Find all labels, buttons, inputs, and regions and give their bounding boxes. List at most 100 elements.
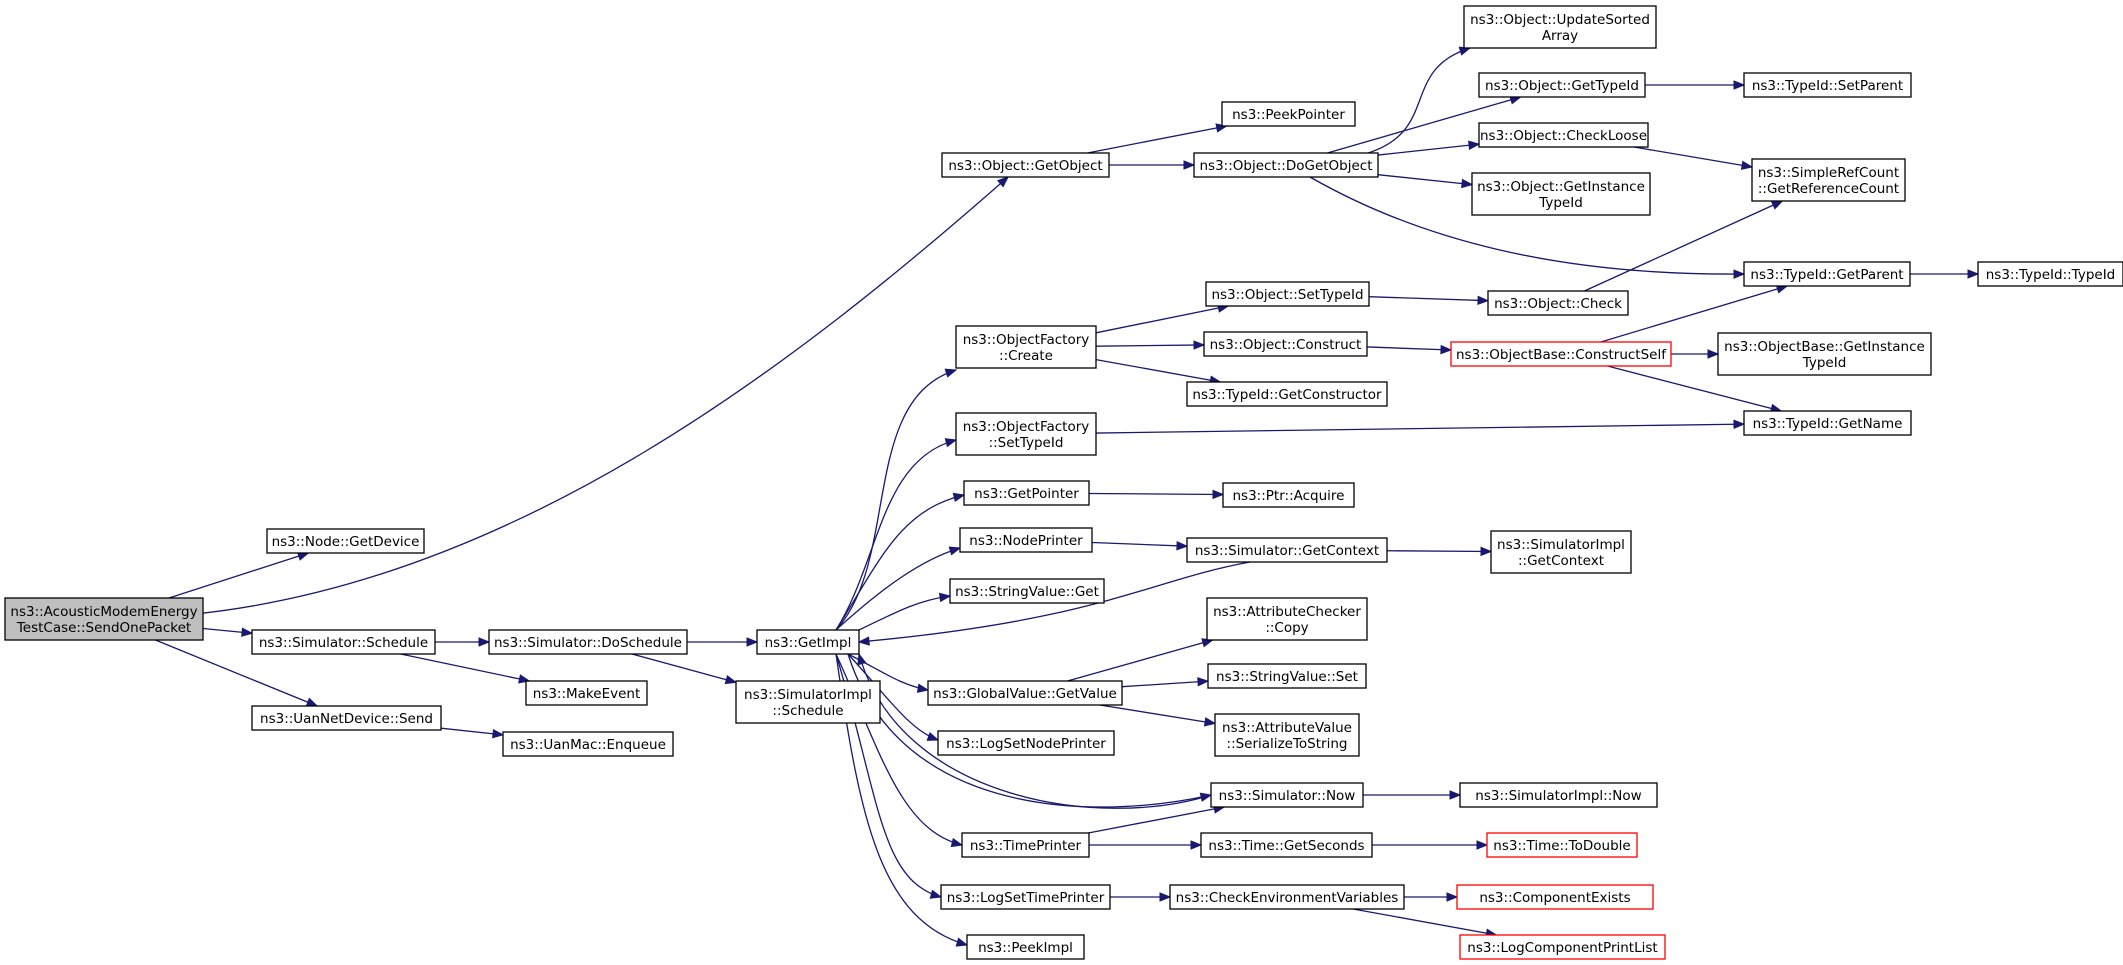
node-implgetcontext[interactable]: ns3::SimulatorImpl::GetContext	[1490, 530, 1632, 574]
node-constructself[interactable]: ns3::ObjectBase::ConstructSelf	[1450, 341, 1672, 367]
node-ptracquire[interactable]: ns3::Ptr::Acquire	[1222, 482, 1355, 508]
node-objgettypeid[interactable]: ns3::Object::GetTypeId	[1478, 72, 1646, 98]
arrowhead-timegetseconds-to-timetodouble	[1476, 840, 1489, 850]
arrowhead-globalvaluegetvalue-to-stringvalueset	[1197, 677, 1210, 687]
arrowhead-constructself-to-basegetinstancetypeid	[1707, 349, 1720, 359]
node-label: ns3::SimulatorImpl	[1497, 537, 1625, 553]
node-getreferencecount[interactable]: ns3::SimpleRefCount::GetReferenceCount	[1751, 158, 1906, 202]
node-factorysettypeid[interactable]: ns3::ObjectFactory::SetTypeId	[955, 412, 1097, 456]
node-label: ns3::GlobalValue::GetValue	[933, 686, 1117, 702]
arrowhead-dogetobject-to-getinstancetypeid	[1461, 178, 1474, 189]
node-getimpl[interactable]: ns3::GetImpl	[756, 629, 860, 655]
node-box	[502, 731, 674, 757]
edge-getimpl-to-factorycreate	[835, 369, 957, 631]
node-box	[941, 152, 1110, 178]
node-logsettimeprinter[interactable]: ns3::LogSetTimePrinter	[940, 884, 1111, 910]
node-label: ::Schedule	[772, 703, 843, 719]
arrowhead-getimpl-to-globalvaluegetvalue	[916, 683, 930, 693]
node-label: ns3::ComponentExists	[1479, 890, 1630, 906]
edge-simnow-to-getimpl	[858, 653, 1212, 809]
node-box	[949, 578, 1105, 604]
node-serializetostring[interactable]: ns3::AttributeValue::SerializeToString	[1214, 713, 1360, 757]
node-schedule[interactable]: ns3::Simulator::Schedule	[251, 629, 436, 655]
node-dogetobject[interactable]: ns3::Object::DoGetObject	[1193, 152, 1379, 178]
node-objcheck[interactable]: ns3::Object::Check	[1487, 290, 1629, 316]
node-label: ns3::Object::GetInstance	[1477, 179, 1645, 195]
node-peekpointer[interactable]: ns3::PeekPointer	[1221, 101, 1356, 127]
node-timeprinter[interactable]: ns3::TimePrinter	[961, 832, 1090, 858]
node-label: Array	[1542, 28, 1578, 44]
node-logcomponentprintlist[interactable]: ns3::LogComponentPrintList	[1459, 934, 1666, 960]
arrowhead-getimpl-to-logsetnodeprinter	[926, 732, 940, 741]
node-doschedule[interactable]: ns3::Simulator::DoSchedule	[488, 629, 688, 655]
arrowhead-getimpl-to-stringvalueget	[938, 592, 952, 603]
node-enqueue[interactable]: ns3::UanMac::Enqueue	[502, 731, 674, 757]
node-label: ns3::UanNetDevice::Send	[260, 711, 433, 727]
node-timetodouble[interactable]: ns3::Time::ToDouble	[1486, 832, 1638, 858]
node-label: ns3::Object::GetObject	[948, 158, 1102, 174]
node-box	[251, 705, 442, 731]
edge-getimpl-to-factorysettypeid	[835, 439, 957, 631]
node-typeidtypeid[interactable]: ns3::TypeId::TypeId	[1977, 261, 2123, 287]
node-timegetseconds[interactable]: ns3::Time::GetSeconds	[1200, 832, 1373, 858]
node-label: ns3::PeekImpl	[978, 940, 1073, 956]
edge-globalvaluegetvalue-to-stringvalueset	[1121, 680, 1209, 688]
edge-getimpl-to-getpointer	[835, 494, 965, 631]
node-stringvalueget[interactable]: ns3::StringValue::Get	[949, 578, 1105, 604]
node-label: ns3::Simulator::Schedule	[259, 635, 428, 651]
node-box	[1490, 530, 1632, 574]
arrowhead-simgetcontext-to-getimpl	[857, 636, 870, 646]
node-nodeprinter[interactable]: ns3::NodePrinter	[959, 527, 1093, 553]
node-checkenv[interactable]: ns3::CheckEnvironmentVariables	[1169, 884, 1405, 910]
node-getdevice[interactable]: ns3::Node::GetDevice	[266, 528, 425, 554]
arrowhead-dogetobject-to-getparent	[1733, 269, 1746, 279]
node-simnow[interactable]: ns3::Simulator::Now	[1210, 782, 1364, 808]
node-checkloose[interactable]: ns3::Object::CheckLoose	[1478, 122, 1649, 148]
node-label: ns3::GetImpl	[765, 635, 852, 651]
node-peekimpl[interactable]: ns3::PeekImpl	[966, 934, 1085, 960]
node-getname[interactable]: ns3::TypeId::GetName	[1743, 410, 1912, 436]
node-uansend[interactable]: ns3::UanNetDevice::Send	[251, 705, 442, 731]
node-getobject[interactable]: ns3::Object::GetObject	[941, 152, 1110, 178]
arrowhead-getimpl-to-timeprinter	[950, 837, 964, 848]
node-getconstructor[interactable]: ns3::TypeId::GetConstructor	[1186, 381, 1388, 407]
edge-dogetobject-to-objgettypeid	[1327, 96, 1521, 154]
node-makeevent[interactable]: ns3::MakeEvent	[525, 680, 648, 706]
node-box	[756, 629, 860, 655]
node-factorycreate[interactable]: ns3::ObjectFactory::Create	[955, 325, 1097, 369]
node-label: ns3::Object::Construct	[1210, 337, 1362, 353]
node-simimplschedule[interactable]: ns3::SimulatorImpl::Schedule	[735, 680, 881, 724]
node-box	[1487, 290, 1629, 316]
edge-checkenv-to-logcomponentprintlist	[1353, 908, 1497, 936]
node-getparent[interactable]: ns3::TypeId::GetParent	[1743, 261, 1911, 287]
arrowhead-doschedule-to-getimpl	[746, 637, 759, 647]
node-label: ns3::UanMac::Enqueue	[510, 737, 666, 753]
node-label: ns3::AttributeValue	[1222, 720, 1352, 736]
arrowhead-checkloose-to-getreferencecount	[1740, 160, 1754, 170]
node-label: ns3::ObjectFactory	[963, 419, 1090, 435]
edge-factorycreate-to-objsettypeid	[1095, 305, 1229, 334]
node-setparent[interactable]: ns3::TypeId::SetParent	[1743, 72, 1912, 98]
edge-dogetobject-to-updatesorted	[1367, 47, 1471, 154]
node-stringvalueset[interactable]: ns3::StringValue::Set	[1207, 663, 1367, 689]
node-implnow[interactable]: ns3::SimulatorImpl::Now	[1459, 782, 1658, 808]
node-label: ns3::Object::SetTypeId	[1211, 287, 1363, 303]
node-getpointer[interactable]: ns3::GetPointer	[963, 480, 1090, 506]
node-simgetcontext[interactable]: ns3::Simulator::GetContext	[1186, 537, 1388, 563]
node-attrcheckercopy[interactable]: ns3::AttributeChecker::Copy	[1206, 597, 1368, 641]
node-componentexists[interactable]: ns3::ComponentExists	[1456, 884, 1654, 910]
node-logsetnodeprinter[interactable]: ns3::LogSetNodePrinter	[937, 730, 1115, 756]
node-label: ns3::Ptr::Acquire	[1233, 488, 1345, 504]
node-label: ns3::Simulator::DoSchedule	[494, 635, 682, 651]
arrowhead-getimpl-to-factorycreate	[944, 368, 958, 378]
node-root[interactable]: ns3::AcousticModemEnergyTestCase::SendOn…	[4, 597, 204, 641]
edge-root-to-uansend	[155, 639, 318, 707]
node-box	[1210, 782, 1364, 808]
node-objconstruct[interactable]: ns3::Object::Construct	[1203, 331, 1368, 357]
node-objsettypeid[interactable]: ns3::Object::SetTypeId	[1205, 281, 1370, 307]
node-globalvaluegetvalue[interactable]: ns3::GlobalValue::GetValue	[927, 680, 1123, 706]
arrowhead-objgettypeid-to-setparent	[1733, 80, 1746, 90]
